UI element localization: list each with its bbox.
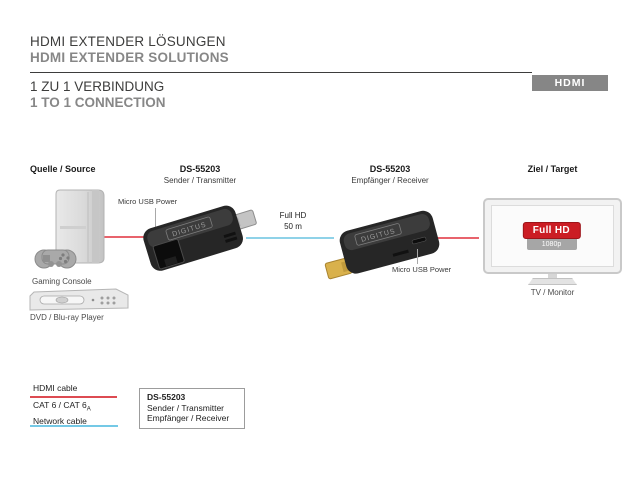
legend-product-box: DS-55203 Sender / Transmitter Empfänger …	[139, 388, 245, 429]
link-distance-label: Full HD 50 m	[260, 210, 326, 232]
receiver-model-label: DS-55203	[369, 164, 411, 174]
tv-screen: Full HD 1080p	[491, 205, 614, 267]
legend-cat-line: CAT 6 / CAT 6A	[33, 400, 91, 416]
receiver-role-label: Empfänger / Receiver	[351, 176, 429, 185]
receiver-callout-line	[417, 249, 418, 264]
network-cable-line	[246, 237, 334, 239]
receiver-micro-usb-label: Micro USB Power	[392, 265, 452, 274]
gamepad-icon	[34, 249, 77, 269]
legend-product-line2: Empfänger / Receiver	[147, 413, 230, 423]
micro-usb-port-icon	[411, 236, 427, 245]
dvd-player-illustration	[29, 288, 129, 311]
target-column-label: Ziel / Target	[527, 164, 578, 174]
legend-product-line1: Sender / Transmitter	[147, 402, 225, 413]
link-fullhd-label: Full HD	[279, 211, 307, 220]
legend-hdmi-cable-label: HDMI cable	[33, 383, 78, 393]
source-column-label: Quelle / Source	[30, 164, 96, 174]
hdmi-cable-line-source	[102, 236, 150, 238]
receiver-device-illustration: DIGITUS	[324, 210, 440, 280]
legend-hdmi-cable-swatch	[30, 396, 117, 398]
gaming-console-caption: Gaming Console	[32, 277, 92, 286]
page-title-german: HDMI EXTENDER LÖSUNGEN	[30, 34, 226, 49]
transmitter-micro-usb-label: Micro USB Power	[118, 197, 178, 206]
dvd-player-caption: DVD / Blu-ray Player	[30, 313, 104, 322]
legend-network-cable-swatch	[30, 425, 118, 427]
tv-1080p-badge: 1080p	[526, 239, 577, 250]
hdmi-cable-line-target	[434, 237, 479, 239]
section-title-english: 1 TO 1 CONNECTION	[30, 95, 166, 110]
legend-cat-sub: A	[86, 406, 91, 413]
legend-product-model: DS-55203	[147, 392, 186, 402]
tv-illustration: Full HD 1080p	[483, 198, 622, 274]
tv-fullhd-badge: Full HD	[522, 222, 581, 239]
transmitter-heading: DS-55203 Sender / Transmitter	[142, 164, 258, 185]
transmitter-model-label: DS-55203	[179, 164, 221, 174]
tv-caption: TV / Monitor	[530, 288, 575, 297]
section-title-german: 1 ZU 1 VERBINDUNG	[30, 79, 165, 94]
header-divider	[30, 72, 532, 73]
transmitter-device-illustration: DIGITUS	[143, 205, 257, 271]
legend-cat-text: CAT 6 / CAT 6	[33, 400, 87, 410]
legend-network-line: Network cable	[33, 415, 87, 426]
receiver-heading: DS-55203 Empfänger / Receiver	[326, 164, 454, 185]
gaming-console-illustration	[34, 189, 105, 269]
tv-stand-neck	[548, 274, 557, 278]
hdmi-badge: HDMI	[532, 75, 608, 91]
transmitter-role-label: Sender / Transmitter	[163, 176, 237, 185]
page-title-english: HDMI EXTENDER SOLUTIONS	[30, 50, 229, 65]
tv-stand-base	[528, 278, 577, 285]
legend-network-cable-label: CAT 6 / CAT 6A Network cable	[33, 400, 91, 427]
link-range-label: 50 m	[284, 222, 302, 231]
